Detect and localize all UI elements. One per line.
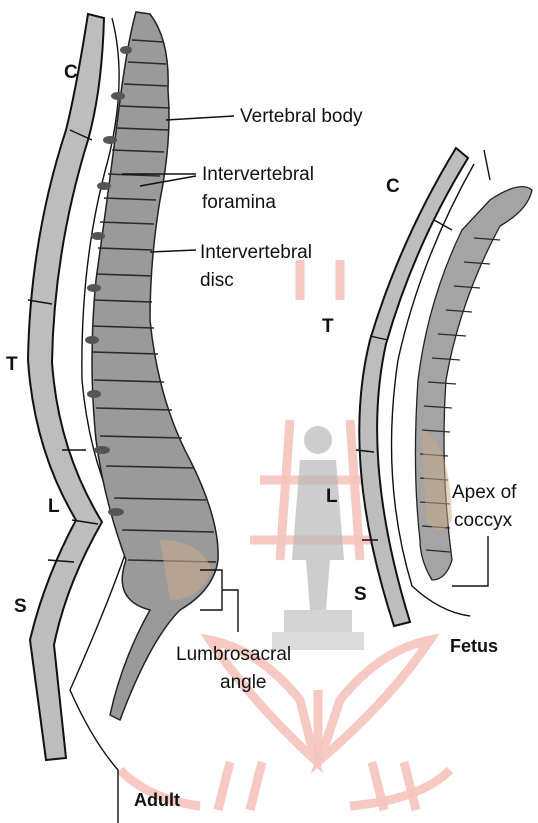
adult-region-s: S xyxy=(14,596,27,617)
fetus-caption: Fetus xyxy=(450,636,498,656)
adult-spine xyxy=(28,12,218,823)
fetus-region-s: S xyxy=(354,584,367,605)
fetus-region-c: C xyxy=(386,176,400,197)
vertebral-body-label: Vertebral body xyxy=(240,106,363,127)
intervertebral-disc-label-1: Intervertebral xyxy=(200,242,312,263)
fetus-region-t: T xyxy=(322,316,334,337)
intervertebral-foramina-label-2: foramina xyxy=(202,192,276,213)
adult-caption: Adult xyxy=(134,790,180,810)
fetus-spine xyxy=(356,148,532,626)
adult-region-c: C xyxy=(64,62,78,83)
adult-region-l: L xyxy=(48,496,60,517)
apex-label-1: Apex of xyxy=(452,482,517,503)
lumbrosacral-label-1: Lumbrosacral xyxy=(176,644,291,665)
apex-label-2: coccyx xyxy=(454,510,513,531)
intervertebral-disc-label-2: disc xyxy=(200,270,234,291)
fetus-region-l: L xyxy=(326,486,338,507)
vertebral-body-leader xyxy=(166,116,234,120)
apex-leader xyxy=(452,536,488,586)
lumbrosacral-label-2: angle xyxy=(220,672,267,693)
disc-leader xyxy=(150,250,196,252)
adult-region-t: T xyxy=(6,354,18,375)
intervertebral-foramina-label-1: Intervertebral xyxy=(202,164,314,185)
